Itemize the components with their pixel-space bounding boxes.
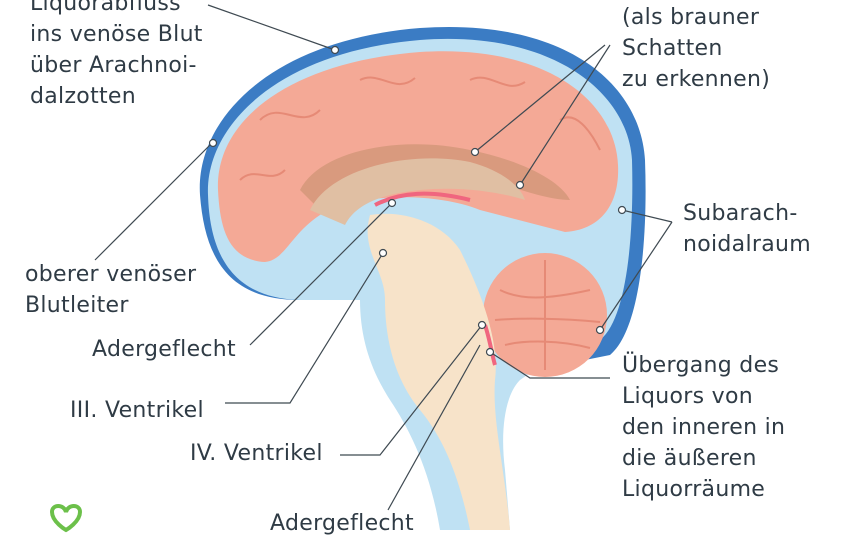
label-iii-ventrikel: III. Ventrikel — [70, 398, 204, 423]
label-subarachnoidalraum: Subarach- noidalraum — [683, 201, 811, 257]
label-uebergang-liquor: Übergang des Liquors von den inneren in … — [622, 353, 786, 502]
label-adergeflecht-bottom: Adergeflecht — [270, 511, 414, 536]
brainstem — [367, 213, 510, 530]
ventricle-region — [310, 158, 525, 225]
heart-cross-logo-icon — [49, 504, 83, 533]
label-liquorabfluss: Liquorabfluss ins venöse Blut über Arach… — [30, 0, 203, 109]
label-oberer-venoeser-blutleiter: oberer venöser Blutleiter — [25, 262, 197, 318]
lateral-ventricle-shadow — [300, 144, 570, 205]
choroid-plexus-top — [374, 191, 471, 207]
label-iv-ventrikel: IV. Ventrikel — [190, 441, 323, 466]
label-adergeflecht-top: Adergeflecht — [92, 337, 236, 362]
choroid-plexus-bottom — [483, 324, 497, 366]
label-brauner-schatten: (als brauner Schatten zu erkennen) — [622, 5, 771, 92]
leader-lines — [94, 4, 673, 511]
cerebellum-folds — [494, 260, 601, 370]
leader-dots — [208, 45, 627, 357]
cortex-gyri — [239, 76, 601, 181]
